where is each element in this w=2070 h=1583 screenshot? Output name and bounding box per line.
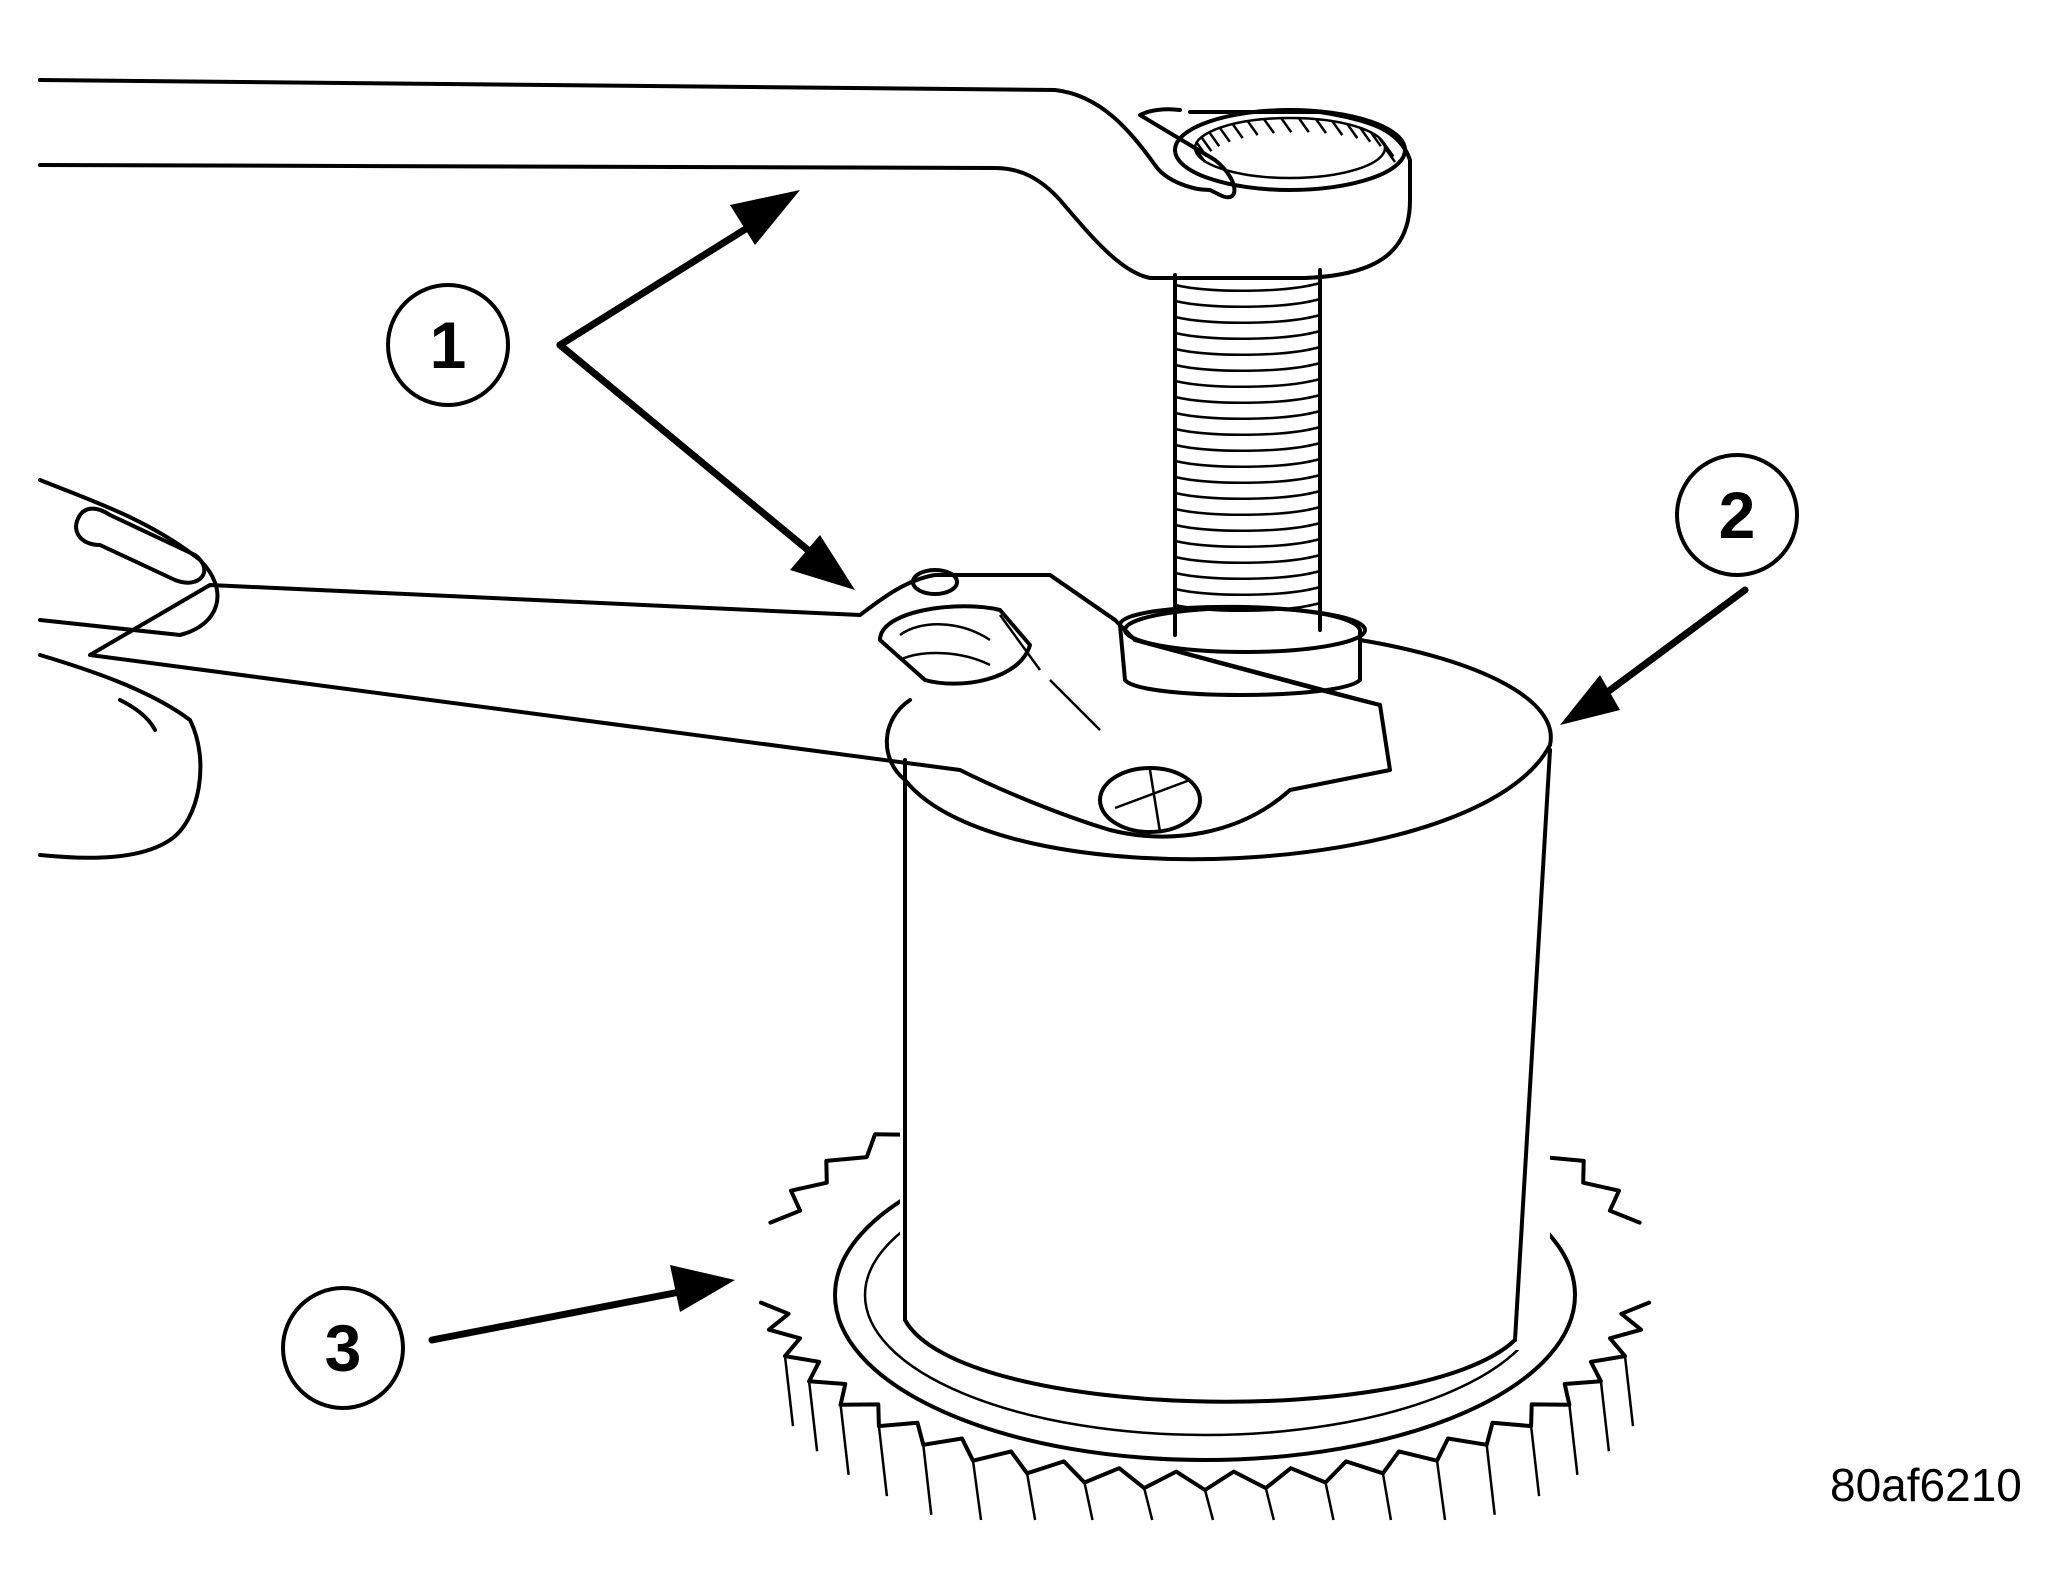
callout-3: 3	[281, 1286, 405, 1410]
worm-adjuster	[878, 604, 1032, 686]
cylinder-top-rim	[903, 638, 1553, 862]
cylinder-top-rim-back	[884, 698, 912, 782]
box-end-spline	[1208, 131, 1221, 147]
screw-thread	[1174, 297, 1321, 309]
screw-thread	[1174, 313, 1321, 325]
screw-thread	[1174, 521, 1321, 533]
screw-thread	[1174, 473, 1321, 485]
top-wrench-box-end	[1173, 108, 1407, 192]
callout-1-label: 1	[430, 308, 467, 382]
screw-thread	[1174, 361, 1321, 373]
top-wrench-handle	[38, 78, 1412, 280]
gear-tooth-face	[1264, 1487, 1276, 1521]
gear-tooth-face	[839, 1404, 850, 1475]
gear-tooth-face	[1568, 1404, 1579, 1475]
cylinder-bottom-edge	[903, 1318, 1517, 1404]
gear-tooth-face	[1435, 1460, 1447, 1521]
screw-thread	[1174, 281, 1321, 293]
forcing-screw	[1173, 268, 1322, 648]
gear-tooth-face	[971, 1460, 983, 1521]
gear-tooth-face	[783, 1355, 795, 1427]
box-end-spline	[1193, 147, 1207, 163]
top-wrench	[38, 78, 1412, 280]
box-end-spline	[1331, 120, 1344, 136]
gear-tooth-face	[1083, 1482, 1094, 1521]
hand	[38, 478, 220, 860]
gear-tooth-face	[877, 1425, 889, 1497]
box-end-spline	[1195, 141, 1208, 158]
gear-tooth-face	[1381, 1473, 1393, 1521]
screw-thread	[1174, 377, 1321, 389]
wrench-pivot-pin	[1098, 766, 1202, 834]
box-end-spline	[1382, 141, 1395, 158]
gear-tooth-face	[1203, 1489, 1215, 1521]
screw-thread	[1174, 505, 1321, 517]
installer-cylinder	[884, 638, 1553, 1404]
screw-thread	[1174, 329, 1321, 341]
box-end-spline	[1218, 127, 1231, 143]
gear-tooth-face	[1324, 1482, 1335, 1521]
screw-thread	[1174, 585, 1321, 597]
adjustable-wrench-handle	[88, 573, 1392, 839]
box-end-spline	[1314, 118, 1328, 134]
gear-tooth-faces	[783, 1355, 1635, 1521]
gear-tooth-face	[1599, 1381, 1611, 1452]
box-end-spline	[1200, 136, 1213, 152]
gear-tooth-face	[922, 1444, 933, 1515]
box-end-spline	[1346, 123, 1359, 139]
box-end-spline	[1297, 117, 1310, 133]
box-end-spline	[1383, 147, 1397, 163]
callout-2-label: 2	[1719, 478, 1756, 552]
gear-tooth-face	[807, 1381, 819, 1452]
box-end-spline	[1231, 123, 1244, 139]
box-end-spline	[1262, 118, 1276, 134]
gear-tooth-face	[1025, 1473, 1037, 1521]
screw-thread	[1174, 457, 1321, 469]
gear-tooth-face	[1485, 1444, 1496, 1515]
hand-fingers	[38, 653, 203, 860]
leader-arrows	[428, 190, 1749, 1344]
gear-tooth-face	[1623, 1355, 1635, 1427]
screw-thread	[1174, 393, 1321, 405]
gear-tooth-face	[1142, 1487, 1154, 1521]
screw-thread	[1174, 553, 1321, 565]
box-end-spline	[1246, 120, 1259, 136]
callout-2: 2	[1675, 453, 1799, 577]
callout-3-label: 3	[325, 1311, 362, 1385]
adjustable-wrench-jaw	[1048, 573, 1382, 707]
screw-thread	[1174, 441, 1321, 453]
screw-thread	[1174, 345, 1321, 357]
screw-thread	[1174, 409, 1321, 421]
cylinder-right-edge	[1513, 748, 1552, 1342]
box-end-spline	[1359, 127, 1372, 143]
screw-threads	[1174, 281, 1321, 613]
callout-1: 1	[386, 283, 510, 407]
box-end-spline	[1280, 117, 1293, 133]
screw-thread	[1174, 569, 1321, 581]
figure-id: 80af6210	[1830, 1459, 2022, 1511]
screw-thread	[1174, 537, 1321, 549]
gear-tooth-face	[1529, 1425, 1541, 1497]
screw-thread	[1174, 425, 1321, 437]
screw-thread	[1174, 489, 1321, 501]
box-end-spline	[1369, 131, 1382, 147]
adjustable-wrench	[88, 568, 1392, 839]
box-end-splines	[1193, 117, 1397, 163]
